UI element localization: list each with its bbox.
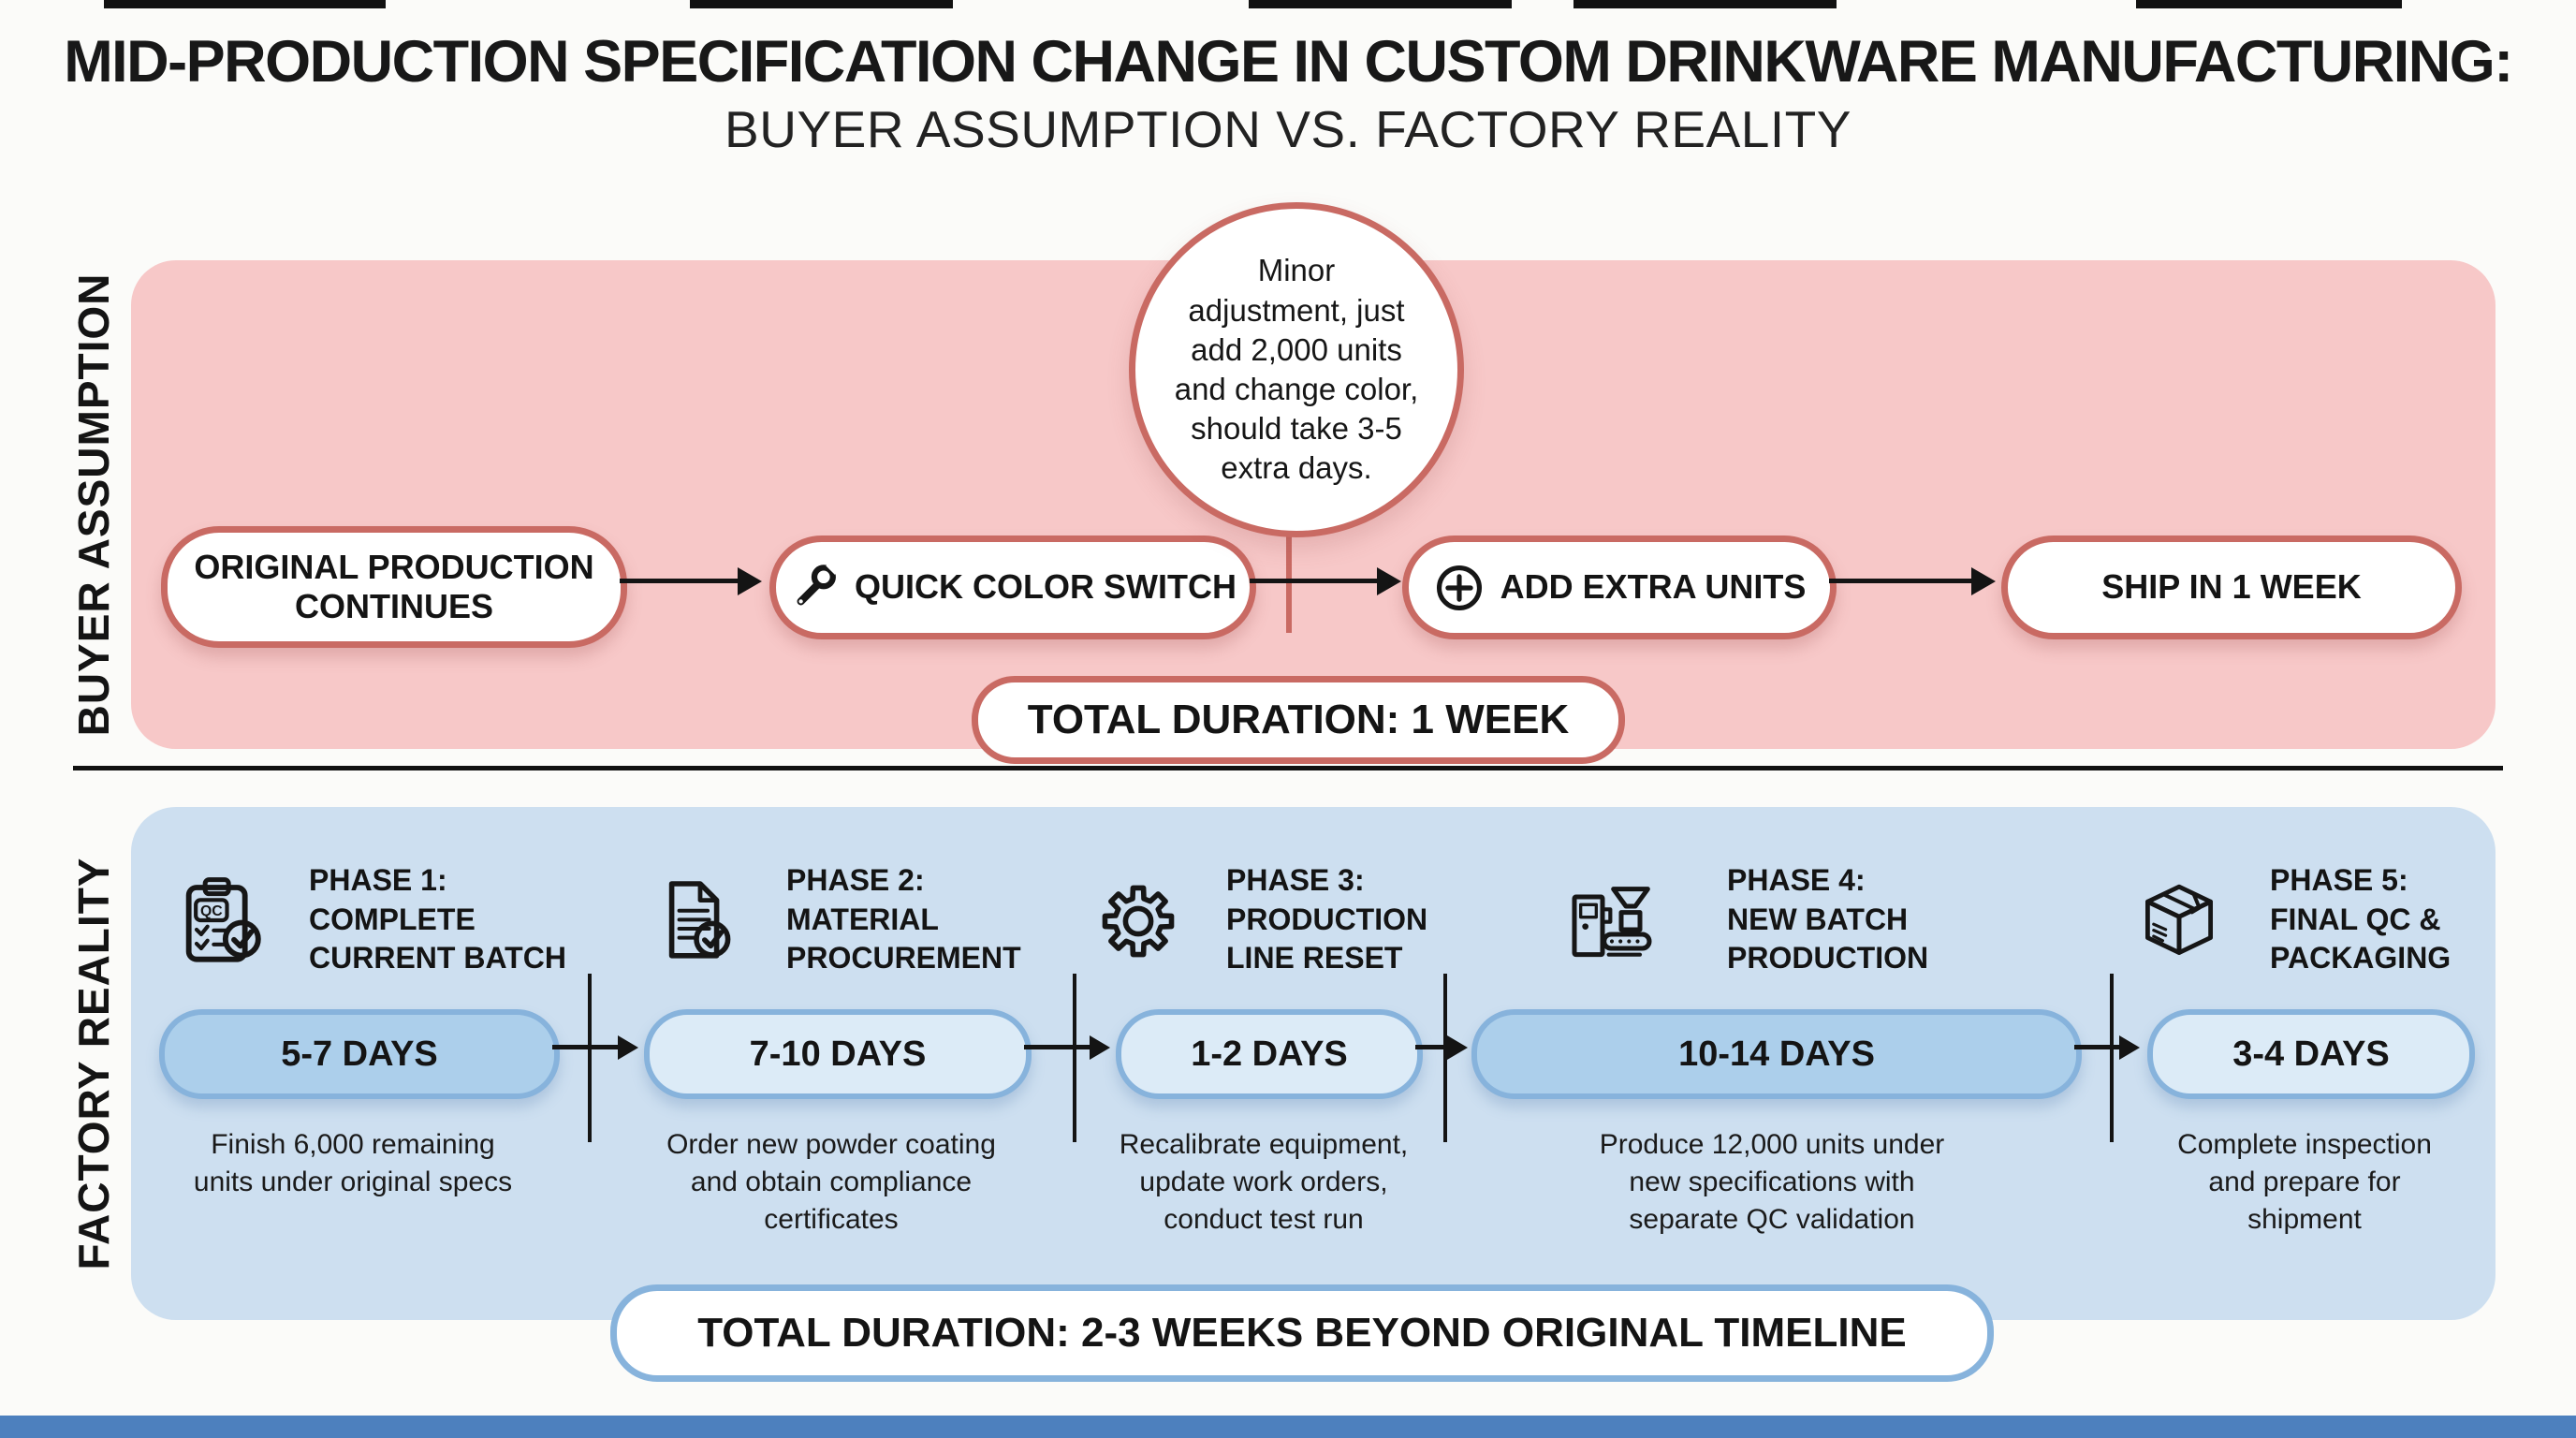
column-divider (2110, 974, 2114, 1142)
top-mark (104, 0, 386, 8)
buyer-total-duration-badge: TOTAL DURATION: 1 WEEK (972, 676, 1625, 764)
phase-duration-pill: 7-10 DAYS (644, 1009, 1032, 1099)
factory-section-label: FACTORY REALITY (69, 857, 118, 1270)
phase-title: PHASE 4: NEW BATCH PRODUCTION (1727, 863, 1929, 976)
buyer-step-original-production: ORIGINAL PRODUCTION CONTINUES (161, 526, 627, 648)
document-check-icon (648, 876, 738, 966)
arrow-head (1447, 1035, 1468, 1060)
page-subtitle: BUYER ASSUMPTION VS. FACTORY REALITY (724, 100, 1852, 158)
phase-duration-pill: 1-2 DAYS (1116, 1009, 1423, 1099)
phase-description: Order new powder coating and obtain comp… (666, 1129, 996, 1236)
speech-bubble-stem (1286, 517, 1292, 633)
speech-bubble: Minor adjustment, just add 2,000 units a… (1129, 202, 1464, 537)
arrow-head (738, 567, 762, 595)
arrow-line (552, 1045, 618, 1049)
wrench-icon (789, 562, 840, 613)
gear-icon (1093, 876, 1183, 966)
arrow-line (1829, 579, 1973, 583)
phase-title: PHASE 1: COMPLETE CURRENT BATCH (309, 863, 566, 976)
plus-circle-icon (1433, 562, 1486, 614)
buyer-step-label: SHIP IN 1 WEEK (2101, 567, 2362, 607)
buyer-step-add-extra-units: ADD EXTRA UNITS (1402, 536, 1837, 639)
phase-duration-pill: 3-4 DAYS (2147, 1009, 2475, 1099)
buyer-step-label: ADD EXTRA UNITS (1500, 567, 1807, 607)
buyer-step-quick-color-switch: QUICK COLOR SWITCH (769, 536, 1256, 639)
buyer-step-label: ORIGINAL PRODUCTION CONTINUES (194, 547, 594, 625)
production-machine-icon (1565, 873, 1659, 967)
phase-title: PHASE 5: FINAL QC & PACKAGING (2270, 863, 2452, 976)
buyer-step-ship: SHIP IN 1 WEEK (2001, 536, 2462, 639)
svg-text:QC: QC (200, 903, 223, 919)
column-divider (1443, 974, 1447, 1142)
arrow-head (1971, 567, 1996, 595)
phase-duration-pill: 10-14 DAYS (1471, 1009, 2082, 1099)
phase-description: Finish 6,000 remaining units under origi… (193, 1129, 513, 1198)
top-mark (2136, 0, 2402, 8)
arrow-head (618, 1035, 638, 1060)
arrow-line (1024, 1045, 1090, 1049)
top-mark (1573, 0, 1837, 8)
arrow-line (1415, 1045, 1447, 1049)
factory-total-duration-badge: TOTAL DURATION: 2-3 WEEKS BEYOND ORIGINA… (610, 1284, 1994, 1382)
section-divider (73, 766, 2503, 770)
column-divider (588, 974, 592, 1142)
column-divider (1073, 974, 1076, 1142)
clipboard-qc-icon: QC (173, 873, 267, 967)
phase-duration-pill: 5-7 DAYS (159, 1009, 560, 1099)
phase-description: Produce 12,000 units under new specifica… (1599, 1129, 1945, 1236)
phase-title: PHASE 2: MATERIAL PROCUREMENT (786, 863, 1021, 976)
top-mark (690, 0, 953, 8)
buyer-step-label: QUICK COLOR SWITCH (855, 567, 1237, 607)
arrow-line (1250, 579, 1379, 583)
arrow-head (1090, 1035, 1110, 1060)
page-title: MID-PRODUCTION SPECIFICATION CHANGE IN C… (64, 29, 2513, 95)
buyer-section-label: BUYER ASSUMPTION (69, 272, 118, 737)
top-mark (1249, 0, 1512, 8)
phase-description: Complete inspection and prepare for ship… (2177, 1129, 2432, 1236)
package-box-icon (2134, 876, 2224, 966)
arrow-line (2074, 1045, 2119, 1049)
arrow-head (2119, 1035, 2140, 1060)
arrow-line (620, 579, 739, 583)
bottom-border-strip (0, 1416, 2576, 1438)
arrow-head (1377, 567, 1401, 595)
phase-description: Recalibrate equipment, update work order… (1119, 1129, 1409, 1236)
phase-title: PHASE 3: PRODUCTION LINE RESET (1226, 863, 1428, 976)
